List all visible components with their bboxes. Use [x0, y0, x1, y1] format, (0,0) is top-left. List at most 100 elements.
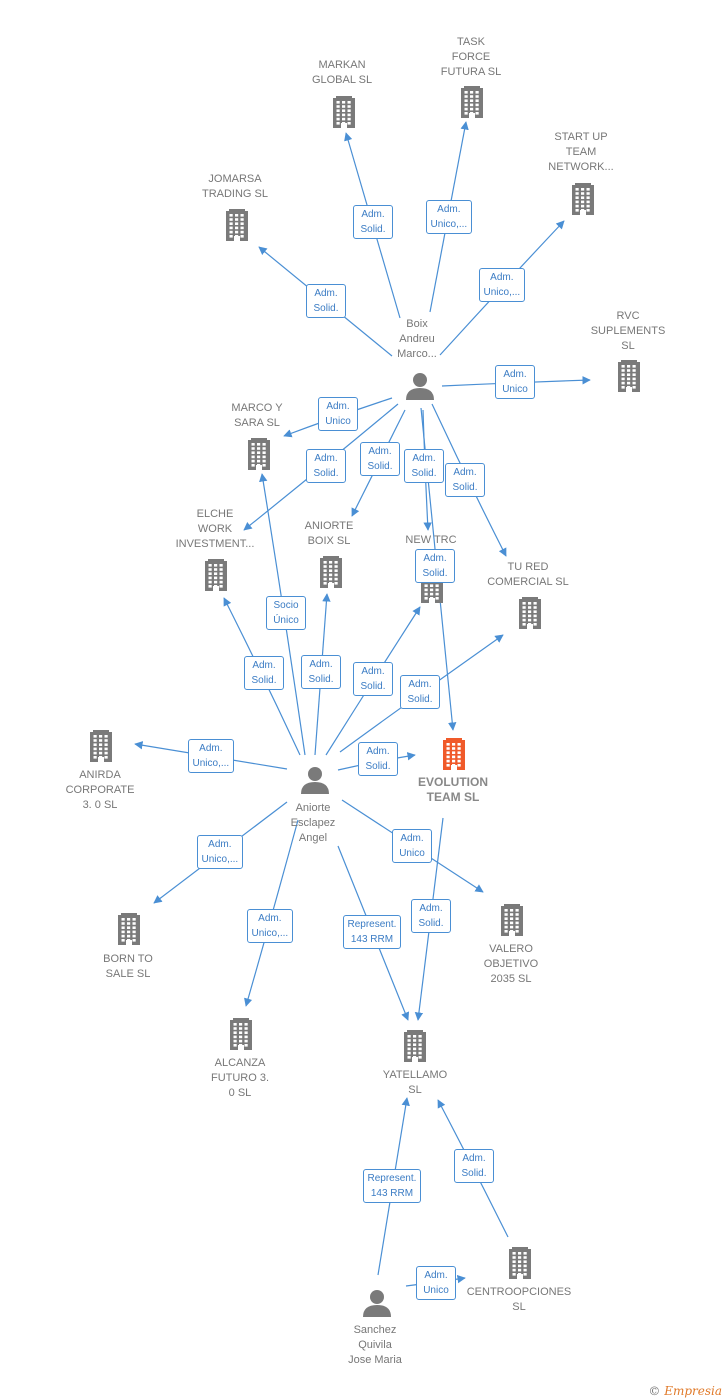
building-icon[interactable] [333, 96, 355, 128]
building-window [336, 105, 340, 108]
person-body [301, 782, 329, 794]
node-label-born[interactable]: BORN TO SALE SL [103, 953, 153, 980]
building-icon[interactable] [230, 1018, 252, 1050]
building-window [251, 459, 255, 463]
person-icon[interactable] [363, 1290, 391, 1317]
person-head [308, 767, 322, 781]
relationship-label[interactable]: Adm. Solid. [404, 449, 444, 483]
building-icon[interactable] [90, 730, 112, 762]
building-window [233, 1035, 237, 1039]
relationship-label[interactable]: Represent. 143 RRM [342, 915, 402, 949]
building-door [213, 586, 219, 591]
node-label-alcanza[interactable]: ALCANZA FUTURO 3. 0 SL [210, 1057, 270, 1099]
building-icon[interactable] [572, 183, 594, 215]
building-roof [336, 96, 352, 99]
copyright-icon: © [648, 1384, 661, 1398]
relationship-label[interactable]: Adm. Unico,... [196, 835, 244, 869]
relationship-label[interactable]: Adm. Unico [392, 829, 432, 863]
building-window [457, 755, 461, 759]
building-icon[interactable] [519, 597, 541, 629]
node-label-boix[interactable]: Boix Andreu Marco... [397, 318, 437, 360]
building-window [457, 759, 461, 763]
relationship-label[interactable]: Adm. Unico [318, 397, 358, 431]
relationship-label[interactable]: Adm. Solid. [400, 675, 440, 709]
node-label-aniorteboix[interactable]: ANIORTE BOIX SL [304, 520, 354, 547]
relationship-label[interactable]: Socio Único [266, 596, 306, 630]
building-window [240, 235, 244, 238]
building-window [575, 204, 579, 208]
building-icon[interactable] [118, 913, 140, 945]
highlighted-building-icon[interactable] [443, 738, 465, 770]
node-label-evolution[interactable]: EVOLUTION TEAM SL [417, 775, 488, 804]
relationship-label[interactable]: Adm. Unico,... [425, 200, 473, 234]
building-window [93, 743, 97, 746]
node-label-startup[interactable]: START UP TEAM NETWORK... [548, 131, 614, 173]
relationship-label[interactable]: Adm. Solid. [445, 463, 485, 497]
person-icon[interactable] [406, 373, 434, 400]
node-label-valero[interactable]: VALERO OBJETIVO 2035 SL [483, 943, 539, 985]
node-label-marcoysara[interactable]: MARCO Y SARA SL [231, 402, 283, 429]
building-door [527, 624, 533, 629]
building-icon[interactable] [404, 1030, 426, 1062]
building-window [528, 610, 532, 613]
relationship-label[interactable]: Adm. Unico [416, 1266, 456, 1300]
building-door [328, 583, 334, 588]
building-window [418, 1043, 422, 1046]
node-label-aniorte[interactable]: Aniorte Esclapez Angel [290, 802, 336, 844]
relationship-label[interactable]: Adm. Solid. [306, 284, 346, 318]
relationship-label[interactable]: Adm. Solid. [415, 549, 455, 583]
building-icon[interactable] [248, 438, 270, 470]
person-icon[interactable] [301, 767, 329, 794]
building-window [239, 1027, 243, 1030]
relationship-label[interactable]: Adm. Solid. [358, 742, 398, 776]
node-label-yatellamo[interactable]: YATELLAMO SL [382, 1069, 448, 1096]
building-icon[interactable] [509, 1247, 531, 1279]
relationship-label[interactable]: Represent. 143 RRM [362, 1169, 422, 1203]
relationship-label[interactable]: Adm. Solid. [454, 1149, 494, 1183]
node-label-anirda[interactable]: ANIRDA CORPORATE 3. 0 SL [65, 769, 135, 811]
relationship-label[interactable]: Adm. Unico [495, 365, 535, 399]
building-window [99, 751, 103, 755]
building-window [127, 922, 131, 925]
relationship-label[interactable]: Adm. Solid. [306, 449, 346, 483]
relationship-label[interactable]: Adm. Unico,... [478, 268, 526, 302]
node-label-jomarsa[interactable]: JOMARSA TRADING SL [201, 173, 268, 200]
building-icon[interactable] [226, 209, 248, 241]
building-window [208, 576, 212, 580]
relationship-label[interactable]: Adm. Unico,... [246, 909, 294, 943]
building-window [510, 909, 514, 912]
building-window [219, 580, 223, 584]
building-window [104, 739, 108, 742]
building-icon[interactable] [618, 360, 640, 392]
building-window [334, 582, 338, 585]
building-window [336, 113, 340, 117]
building-window [475, 107, 479, 111]
building-icon[interactable] [320, 556, 342, 588]
building-window [510, 913, 514, 916]
building-window [533, 614, 537, 618]
node-label-centro[interactable]: CENTROOPCIONES SL [466, 1286, 572, 1313]
brand-name: Empresia [664, 1384, 722, 1398]
node-label-sanchez[interactable]: Sanchez Quivila Jose Maria [348, 1324, 402, 1366]
node-label-tured[interactable]: TU RED COMERCIAL SL [487, 561, 569, 588]
node-label-elche[interactable]: ELCHE WORK INVESTMENT... [175, 508, 255, 550]
building-window [418, 1051, 422, 1055]
relationship-label[interactable]: Adm. Solid. [244, 656, 284, 690]
building-icon[interactable] [501, 904, 523, 936]
node-label-rvc[interactable]: RVC SUPLEMENTS SL [590, 310, 666, 352]
relationship-label[interactable]: Adm. Solid. [353, 205, 393, 239]
building-window [470, 107, 474, 111]
relationship-label[interactable]: Adm. Solid. [411, 899, 451, 933]
building-icon[interactable] [461, 86, 483, 118]
building-window [229, 222, 233, 225]
node-label-markan[interactable]: MARKAN GLOBAL SL [311, 59, 373, 86]
relationship-label[interactable]: Adm. Solid. [353, 662, 393, 696]
building-roof [323, 556, 339, 559]
relationship-label[interactable]: Adm. Solid. [360, 442, 400, 476]
building-window [523, 1273, 527, 1276]
relationship-label[interactable]: Adm. Unico,... [187, 739, 235, 773]
building-icon[interactable] [205, 559, 227, 591]
node-label-taskforce[interactable]: TASK FORCE FUTURA SL [440, 36, 502, 78]
relationship-label[interactable]: Adm. Solid. [301, 655, 341, 689]
building-window [457, 751, 461, 754]
